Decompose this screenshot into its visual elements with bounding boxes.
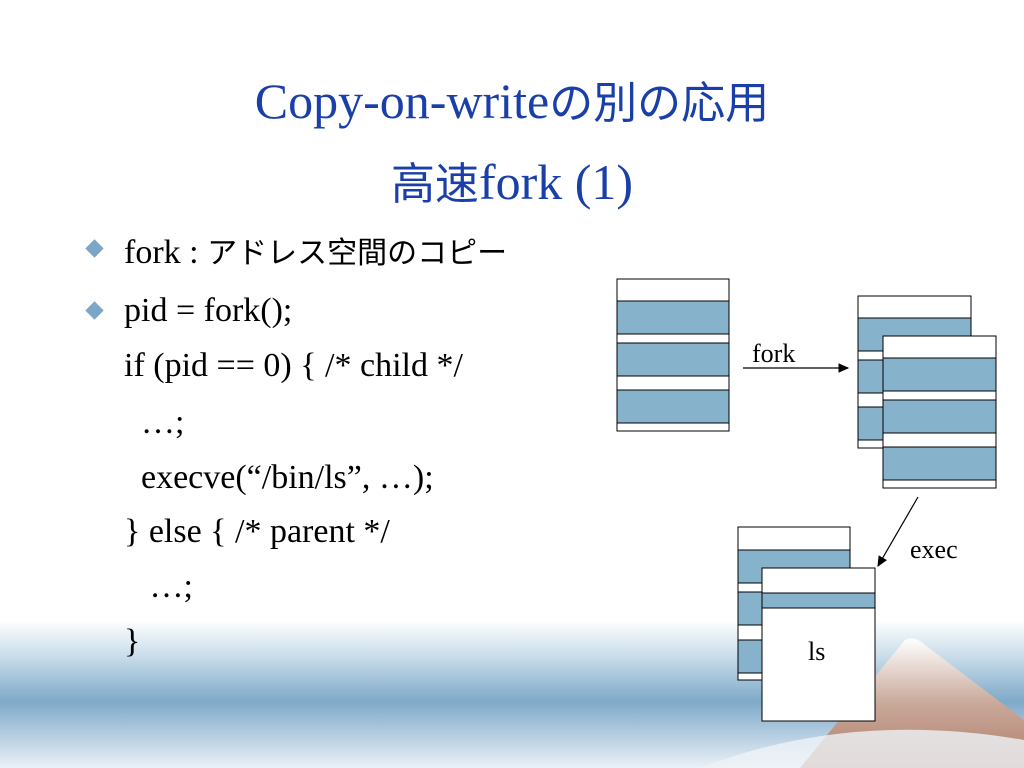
title-jp-2: 高速 <box>390 159 479 210</box>
code-line: …; <box>124 404 185 441</box>
exec-arrow <box>877 496 919 568</box>
ls-space <box>761 567 876 722</box>
bullet-1-jp: アドレス空間のコピー <box>207 236 508 271</box>
exec-label: exec <box>910 535 958 564</box>
copied-space-front <box>882 335 997 489</box>
title-latin-1: Copy-on-write <box>254 73 550 129</box>
parent-address-space <box>616 278 730 432</box>
bullet-fork: fork : アドレス空間のコピー <box>85 228 508 272</box>
title-latin-2: fork (1) <box>478 154 634 210</box>
code-line: …; <box>124 568 193 605</box>
code-line: execve(“/bin/ls”, …); <box>124 459 434 496</box>
code-line: } <box>124 623 141 660</box>
title-line-2: 高速fork (1) <box>0 143 1024 224</box>
fork-label: fork <box>752 339 795 368</box>
bullet-1-code: fork : <box>124 234 208 271</box>
code-line: if (pid == 0) { /* child */ <box>124 347 463 384</box>
slide-title: Copy-on-writeの別の応用 高速fork (1) <box>0 62 1024 224</box>
title-jp-1: の別の応用 <box>549 78 770 129</box>
ls-label: ls <box>808 637 825 666</box>
code-line: } else { /* parent */ <box>124 513 390 550</box>
code-line: pid = fork(); <box>124 292 293 329</box>
title-line-1: Copy-on-writeの別の応用 <box>0 62 1024 143</box>
